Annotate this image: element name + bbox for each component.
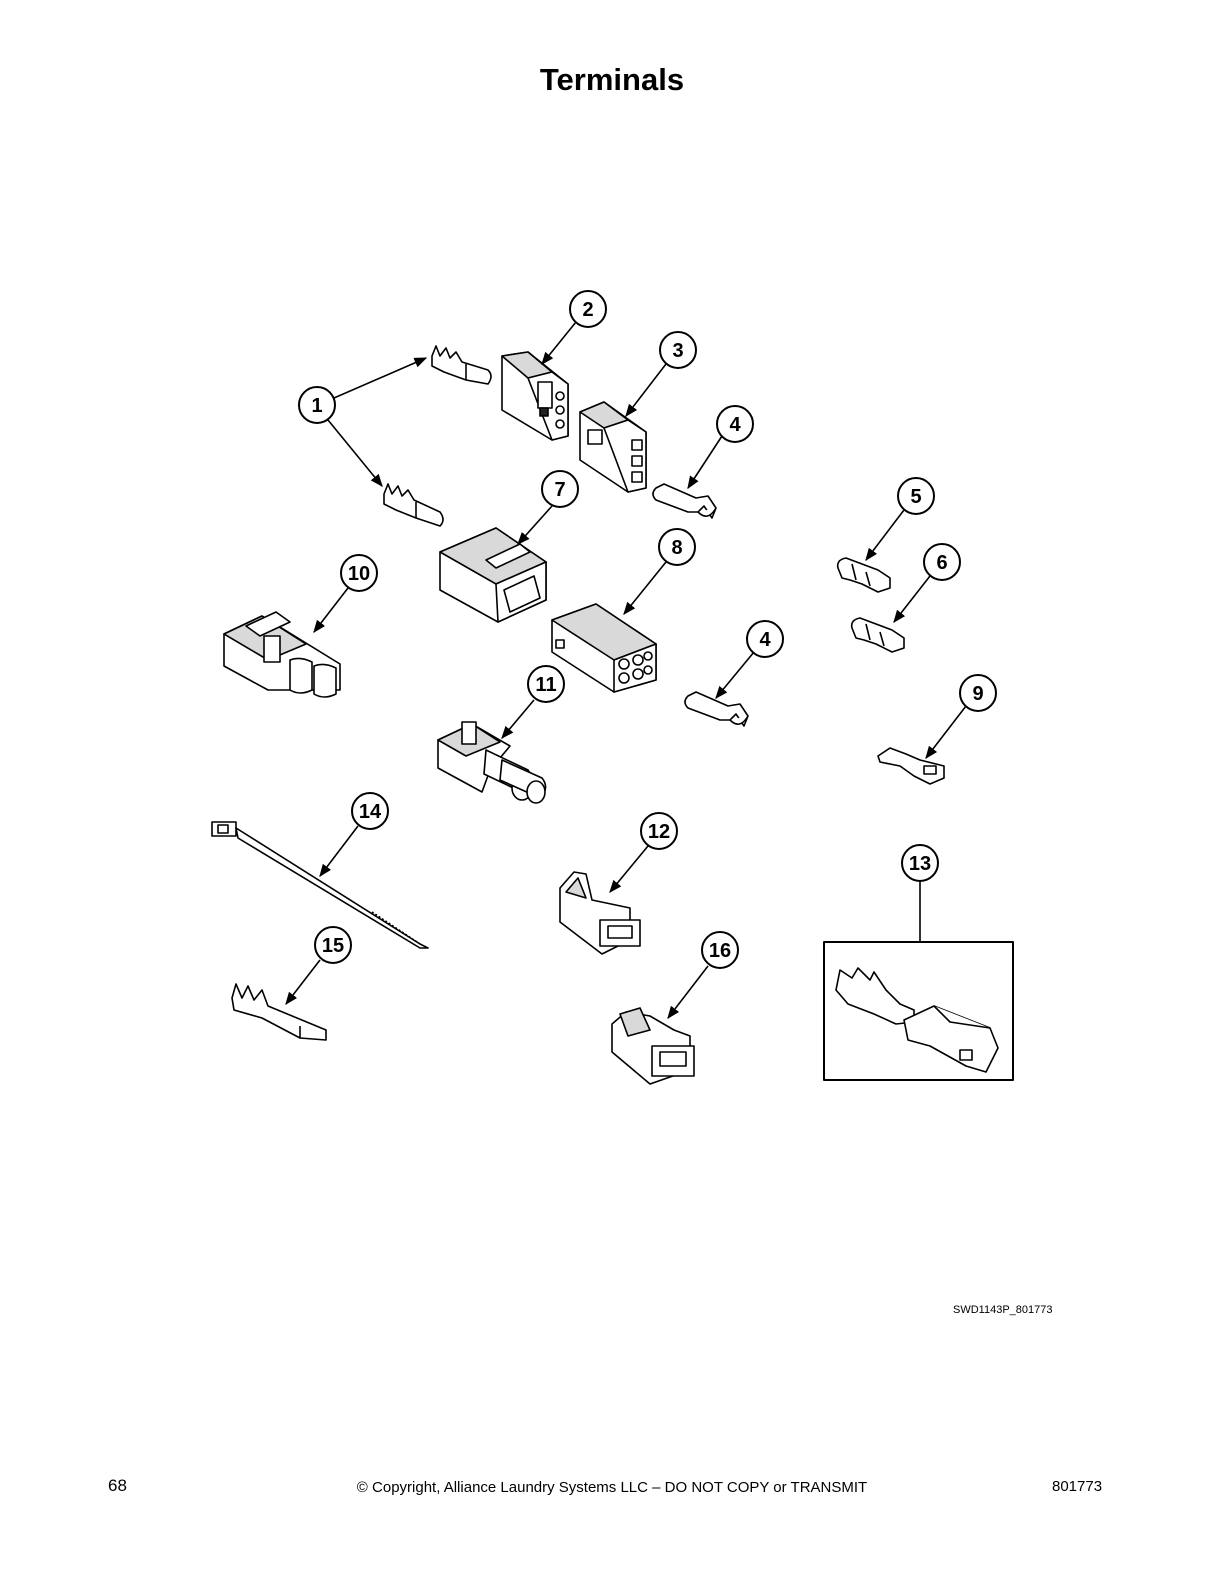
part-14-cable-tie bbox=[211, 821, 429, 949]
drawing-id: SWD1143P_801773 bbox=[953, 1304, 1053, 1316]
part-12-connector-housing bbox=[559, 871, 641, 955]
callout-label: 2 bbox=[582, 299, 593, 321]
document-number: 801773 bbox=[1052, 1478, 1103, 1495]
callout-3: 3 bbox=[659, 331, 697, 369]
callout-label: 5 bbox=[910, 486, 921, 508]
callout-label: 4 bbox=[729, 414, 741, 436]
callout-label: 4 bbox=[759, 629, 771, 651]
callout-5: 5 bbox=[897, 477, 935, 515]
callout-label: 11 bbox=[535, 674, 556, 696]
callout-label: 7 bbox=[554, 479, 565, 501]
leader-lines bbox=[285, 321, 967, 1020]
callout-4-lower: 4 bbox=[746, 620, 784, 658]
page-title: Terminals bbox=[539, 62, 685, 97]
callout-label: 3 bbox=[672, 340, 683, 362]
callout-16: 16 bbox=[701, 931, 739, 969]
part-7-connector-housing bbox=[439, 527, 547, 623]
part-1-terminal-upper bbox=[431, 345, 492, 385]
part-6-terminal bbox=[850, 617, 905, 653]
part-9-terminal bbox=[877, 747, 945, 785]
callout-10: 10 bbox=[340, 554, 378, 592]
callout-8: 8 bbox=[658, 528, 696, 566]
callout-11: 11 bbox=[527, 665, 565, 703]
callout-14: 14 bbox=[351, 792, 389, 830]
callout-6: 6 bbox=[923, 543, 961, 581]
callout-label: 12 bbox=[648, 821, 670, 843]
callout-label: 10 bbox=[348, 563, 370, 585]
callout-label: 8 bbox=[671, 537, 682, 559]
callout-label: 14 bbox=[359, 801, 382, 823]
part-8-connector-housing bbox=[551, 603, 657, 693]
callout-label: 9 bbox=[972, 683, 983, 705]
callout-label: 1 bbox=[311, 395, 322, 417]
part-13-inset-box bbox=[823, 941, 1014, 1081]
callout-4-upper: 4 bbox=[716, 405, 754, 443]
callout-1: 1 bbox=[298, 386, 336, 424]
callout-7: 7 bbox=[541, 470, 579, 508]
part-16-connector-housing bbox=[611, 1007, 695, 1085]
callout-label: 16 bbox=[709, 940, 731, 962]
callout-label: 13 bbox=[909, 853, 931, 875]
part-15-terminal bbox=[231, 983, 327, 1041]
callout-2: 2 bbox=[569, 290, 607, 328]
part-5-terminal bbox=[836, 557, 891, 593]
part-1-terminal-lower bbox=[383, 483, 444, 527]
page-number: 68 bbox=[108, 1476, 127, 1495]
callout-9: 9 bbox=[959, 674, 997, 712]
part-3-connector-housing bbox=[579, 401, 647, 493]
part-4-terminal-lower bbox=[684, 691, 749, 727]
callout-label: 6 bbox=[936, 552, 947, 574]
part-2-connector-housing bbox=[501, 351, 569, 441]
callout-label: 15 bbox=[322, 935, 344, 957]
part-10-connector-housing bbox=[223, 611, 341, 698]
part-11-connector-housing bbox=[437, 721, 547, 804]
callout-13: 13 bbox=[901, 844, 939, 882]
copyright-notice: © Copyright, Alliance Laundry Systems LL… bbox=[356, 1479, 868, 1496]
part-4-terminal-upper bbox=[652, 483, 717, 519]
callout-15: 15 bbox=[314, 926, 352, 964]
callout-12: 12 bbox=[640, 812, 678, 850]
